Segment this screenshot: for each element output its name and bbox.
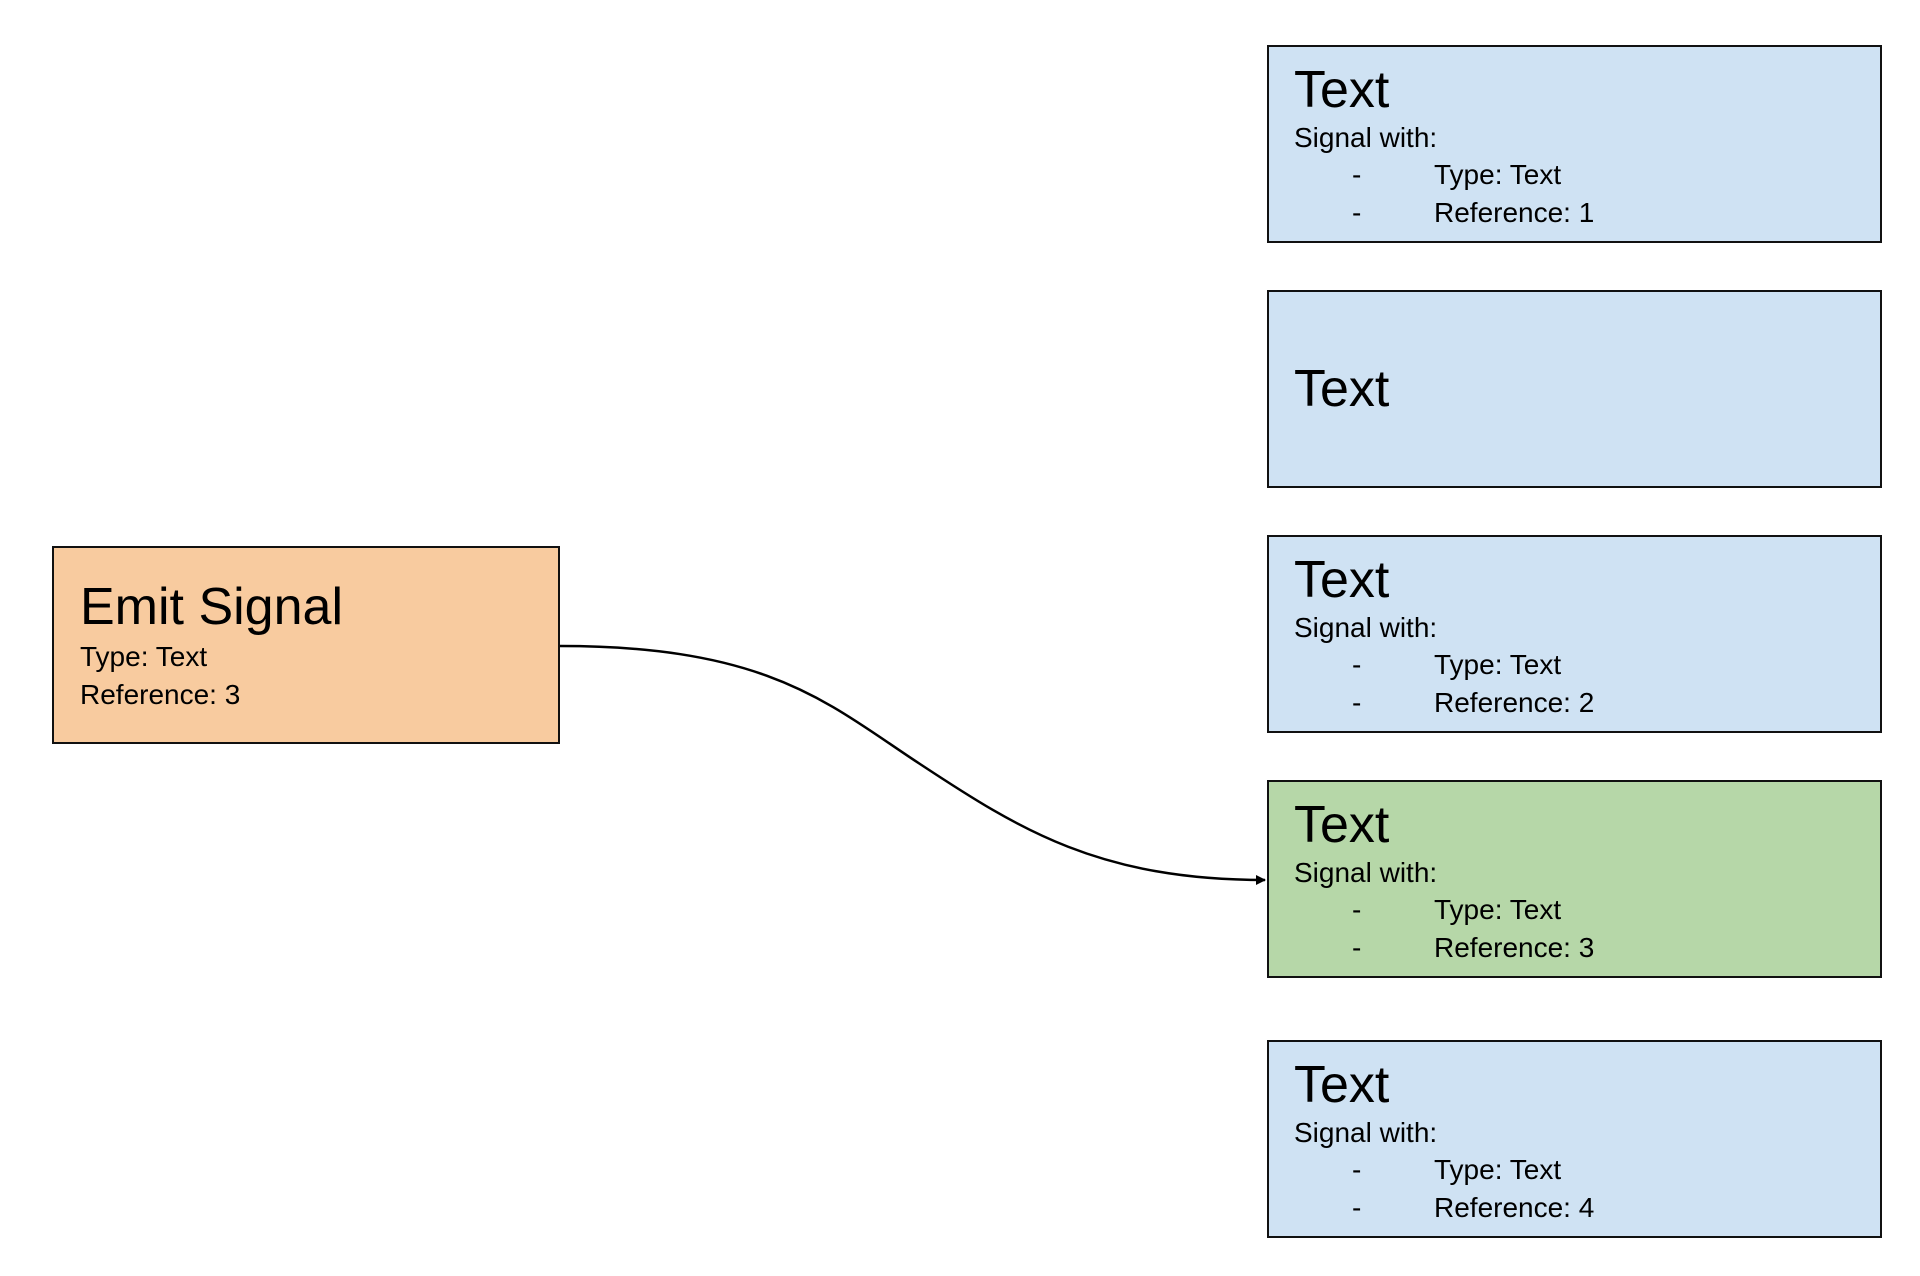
target-title: Text [1294,61,1390,119]
target-type-text: Type: Text [1434,1154,1562,1185]
target-title: Text [1294,551,1390,609]
target-list-item: - Type: Text [1294,1151,1880,1189]
target-list-item: - Reference: 4 [1294,1189,1880,1227]
target-title: Text [1294,796,1390,854]
emit-signal-type: Type: Text [80,641,208,672]
target-type-text: Type: Text [1434,159,1562,190]
target-list-item: - Type: Text [1294,156,1880,194]
list-bullet: - [1352,932,1362,963]
target-type-text: Type: Text [1434,649,1562,680]
target-list-item: - Type: Text [1294,891,1880,929]
target-subtitle: Signal with: [1294,612,1438,643]
emit-signal-title: Emit Signal [80,578,343,636]
target-box-3[interactable]: Text Signal with: - Type: Text - Reference… [1267,535,1882,733]
target-reference-text: Reference: 4 [1434,1192,1595,1223]
target-reference-text: Reference: 2 [1434,687,1595,718]
target-type-text: Type: Text [1434,894,1562,925]
target-list-item: - Reference: 3 [1294,929,1880,967]
list-bullet: - [1352,197,1362,228]
target-list-item: - Reference: 1 [1294,194,1880,232]
target-subtitle: Signal with: [1294,857,1438,888]
target-subtitle: Signal with: [1294,122,1438,153]
target-list-item: - Type: Text [1294,646,1880,684]
emit-signal-reference: Reference: 3 [80,679,241,710]
target-subtitle: Signal with: [1294,1117,1438,1148]
list-bullet: - [1352,649,1362,680]
list-bullet: - [1352,687,1362,718]
target-title: Text [1294,360,1390,418]
target-reference-text: Reference: 3 [1434,932,1595,963]
list-bullet: - [1352,159,1362,190]
list-bullet: - [1352,1154,1362,1185]
signal-connector-arrow [559,644,1266,885]
target-reference-text: Reference: 1 [1434,197,1595,228]
emit-signal-box[interactable]: Emit Signal Type: Text Reference: 3 [52,546,560,744]
target-box-5[interactable]: Text Signal with: - Type: Text - Reference… [1267,1040,1882,1238]
list-bullet: - [1352,894,1362,925]
target-box-4-highlighted[interactable]: Text Signal with: - Type: Text - Reference… [1267,780,1882,978]
target-list-item: - Reference: 2 [1294,684,1880,722]
target-box-1[interactable]: Text Signal with: - Type: Text - Reference… [1267,45,1882,243]
target-title: Text [1294,1056,1390,1114]
target-box-2[interactable]: Text [1267,290,1882,488]
list-bullet: - [1352,1192,1362,1223]
